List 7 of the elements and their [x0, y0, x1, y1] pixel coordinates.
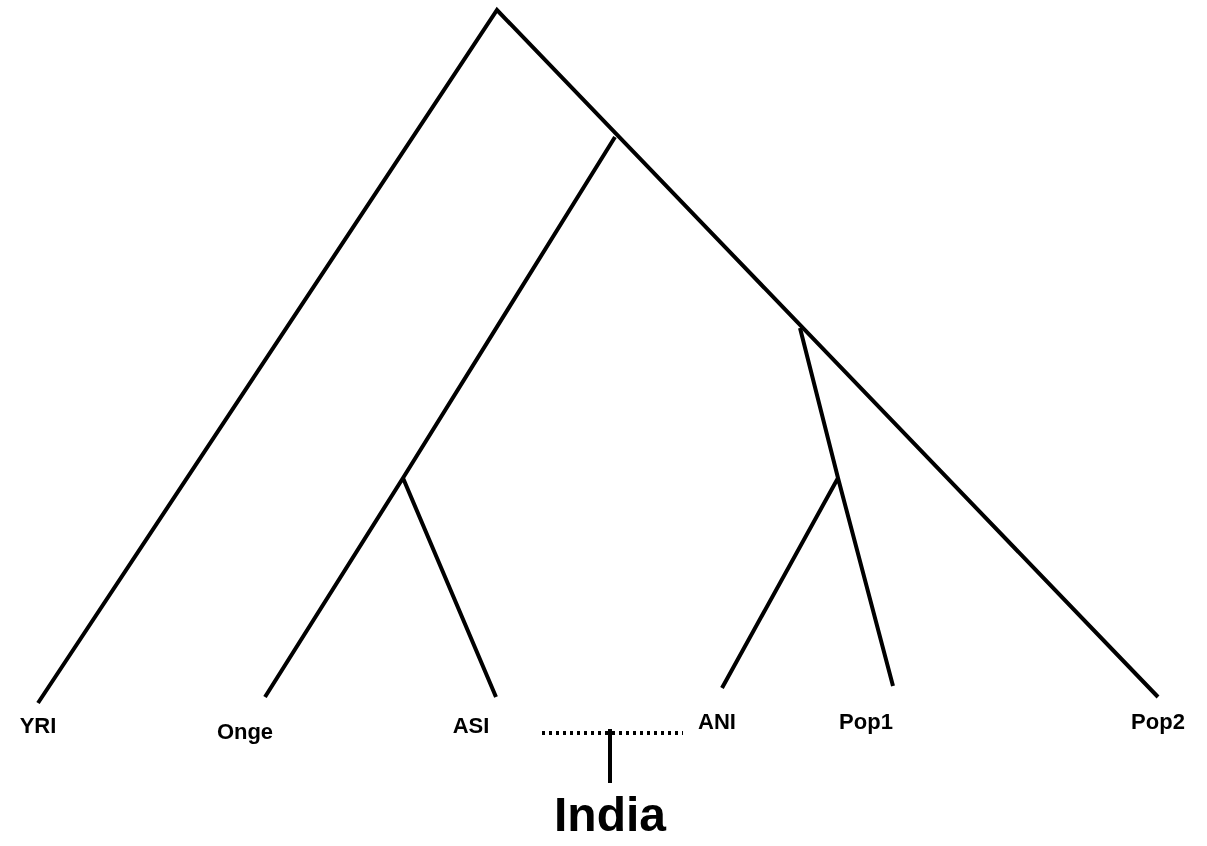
population-label: YRI: [19, 715, 57, 737]
population-label: Onge: [216, 721, 274, 743]
region-label: India: [554, 791, 666, 839]
population-label: ASI: [452, 715, 490, 737]
population-label: ANI: [698, 711, 736, 733]
population-label: Pop2: [1131, 711, 1185, 733]
population-label: Pop1: [839, 711, 893, 733]
